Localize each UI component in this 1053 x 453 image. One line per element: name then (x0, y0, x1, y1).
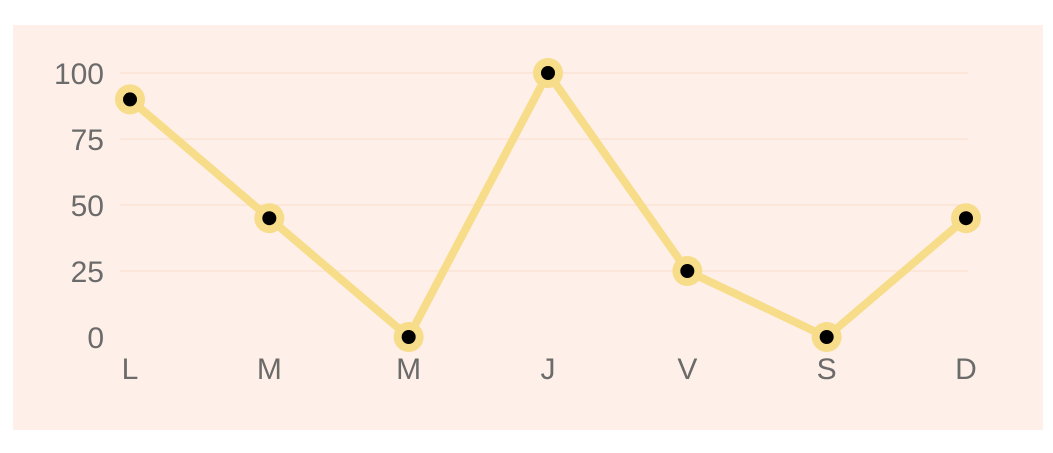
y-tick-label-100: 100 (54, 58, 104, 91)
y-tick-label-0: 0 (87, 322, 104, 355)
x-tick-label-3: J (541, 353, 556, 386)
x-tick-label-5: S (817, 353, 837, 386)
data-point-4 (672, 256, 703, 286)
x-tick-label-0: L (122, 353, 139, 386)
y-tick-label-50: 50 (71, 190, 104, 223)
data-point-6 (951, 203, 981, 234)
marker-dot-3 (541, 66, 555, 80)
marker-dot-0 (123, 92, 137, 107)
data-point-5 (811, 322, 842, 352)
gridlines (120, 72, 968, 272)
x-tick-label-6: D (955, 353, 977, 386)
y-axis-tick-labels: 0 25 50 75 100 (54, 58, 104, 355)
marker-dot-6 (959, 211, 973, 226)
data-point-3 (533, 58, 563, 88)
marker-dot-2 (401, 330, 416, 344)
chart-panel (13, 25, 1043, 430)
marker-dot-4 (680, 264, 695, 278)
markers-group (115, 58, 981, 352)
y-tick-label-75: 75 (71, 124, 104, 157)
x-tick-label-2: M (396, 353, 421, 386)
x-tick-label-1: M (257, 353, 282, 386)
data-point-0 (115, 84, 145, 115)
x-tick-label-4: V (677, 353, 697, 386)
data-point-1 (254, 203, 285, 234)
y-tick-label-25: 25 (71, 256, 104, 289)
marker-dot-5 (819, 330, 834, 344)
data-point-2 (393, 322, 424, 352)
marker-dot-1 (262, 211, 277, 226)
